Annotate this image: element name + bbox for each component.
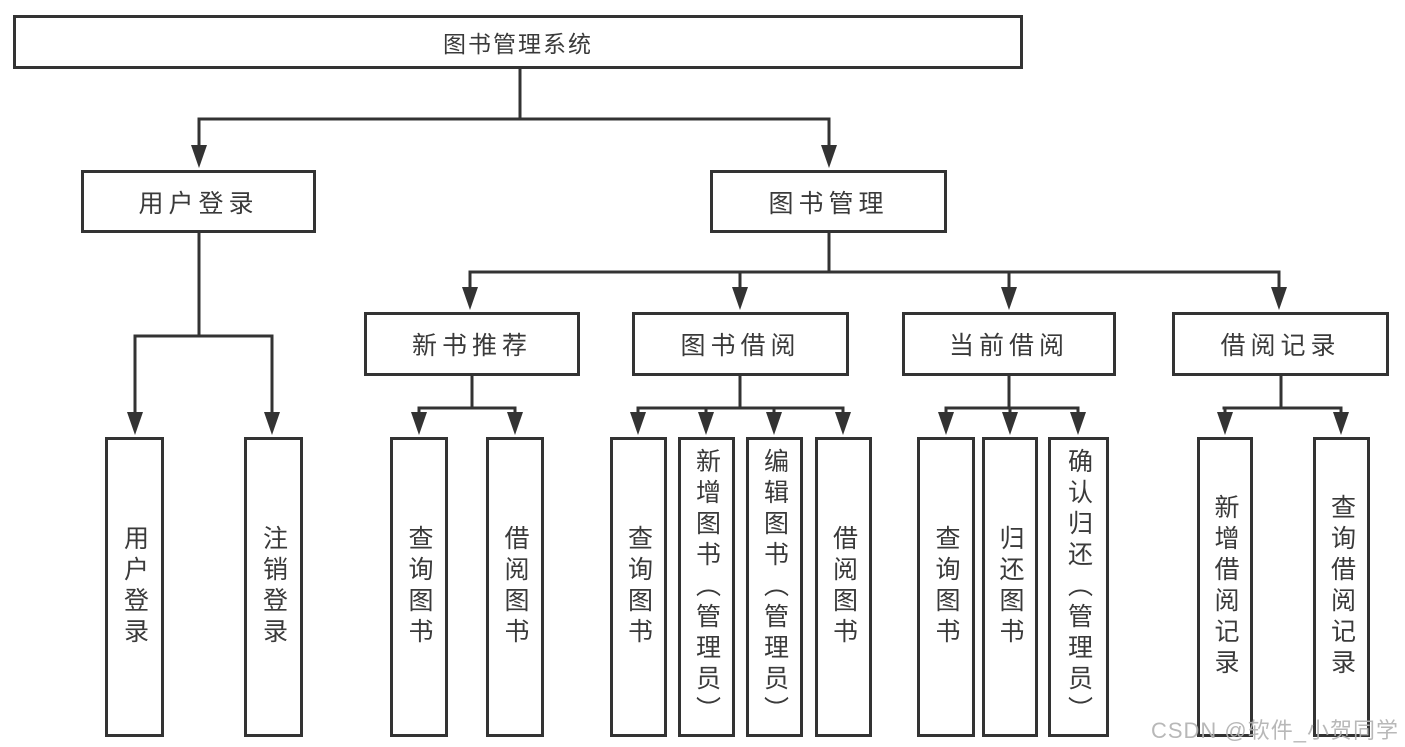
node-borrowing-records: 借阅记录 — [1172, 312, 1389, 376]
leaf-query-books-borrowing: 查询图书 — [610, 437, 667, 737]
leaf-return-books: 归还图书 — [982, 437, 1038, 737]
leaf-query-books-current: 查询图书 — [917, 437, 975, 737]
node-user-login: 用户登录 — [81, 170, 316, 233]
node-book-management: 图书管理 — [710, 170, 947, 233]
leaf-query-books-recommend: 查询图书 — [390, 437, 448, 737]
watermark: CSDN @软件_小贺同学 — [1150, 718, 1399, 743]
node-new-book-recommend: 新书推荐 — [364, 312, 580, 376]
leaf-add-books-admin: 新增图书（管理员） — [678, 437, 735, 737]
leaf-user-login: 用户登录 — [105, 437, 164, 737]
node-book-borrowing: 图书借阅 — [632, 312, 849, 376]
node-library-management-system: 图书管理系统 — [13, 15, 1023, 69]
leaf-borrow-books-borrowing: 借阅图书 — [815, 437, 872, 737]
leaf-borrow-books-recommend: 借阅图书 — [486, 437, 544, 737]
leaf-add-borrow-record: 新增借阅记录 — [1197, 437, 1253, 737]
node-current-borrowing: 当前借阅 — [902, 312, 1116, 376]
leaf-confirm-return-admin: 确认归还（管理员） — [1048, 437, 1109, 737]
leaf-edit-books-admin: 编辑图书（管理员） — [746, 437, 803, 737]
leaf-logout: 注销登录 — [244, 437, 303, 737]
leaf-query-borrow-record: 查询借阅记录 — [1313, 437, 1370, 737]
